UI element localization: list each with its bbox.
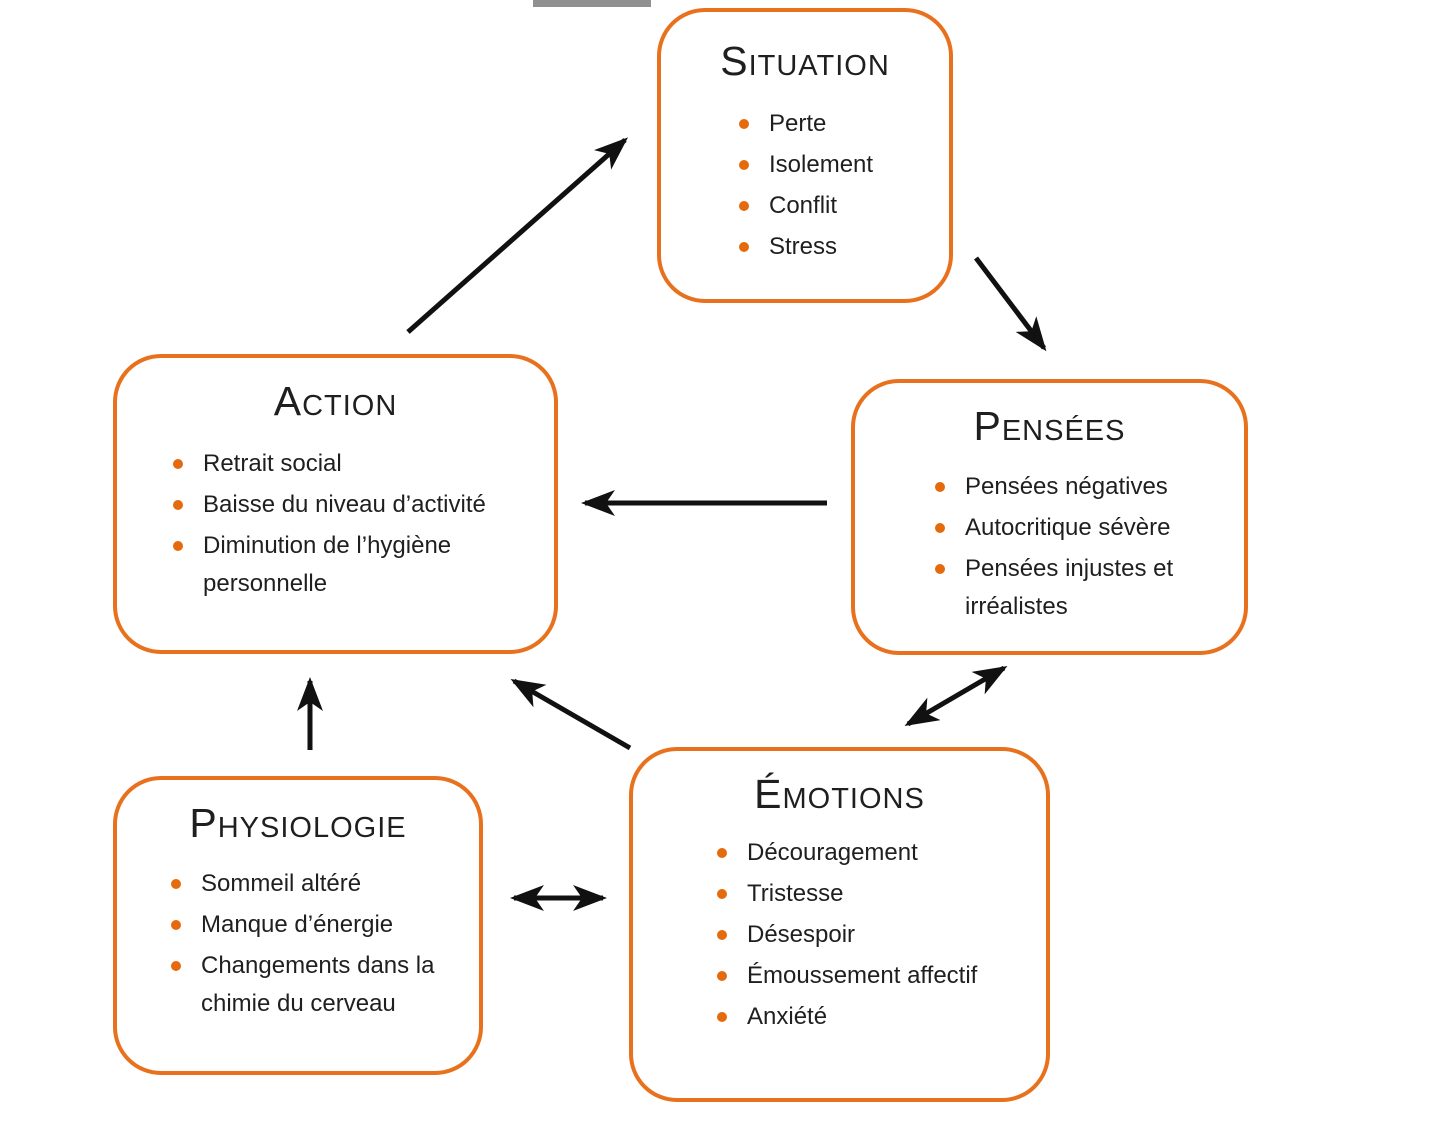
emotions-title: Émotions: [754, 771, 925, 817]
action-box: Action Retrait social Baisse du niveau d…: [113, 354, 558, 654]
list-item: Pensées négatives: [925, 468, 1218, 506]
list-item: Conflit: [729, 187, 923, 225]
situation-list: Perte Isolement Conflit Stress: [729, 105, 923, 266]
emotions-box: Émotions Découragement Tristesse Désespo…: [629, 747, 1050, 1102]
list-item: Isolement: [729, 146, 923, 184]
list-item: Désespoir: [707, 916, 1020, 954]
emotions-list: Découragement Tristesse Désespoir Émouss…: [707, 834, 1020, 1036]
list-item: Sommeil altéré: [161, 865, 453, 903]
list-item: Baisse du niveau d’activité: [163, 486, 528, 524]
arrow-pensees-emotions-bidirectional: [904, 665, 1008, 727]
physiologie-box: Physiologie Sommeil altéré Manque d’éner…: [113, 776, 483, 1075]
list-item: Pensées injustes et irréalistes: [925, 550, 1218, 626]
list-item: Tristesse: [707, 875, 1020, 913]
pensees-title: Pensées: [973, 403, 1126, 449]
list-item: Autocritique sévère: [925, 509, 1218, 547]
action-list: Retrait social Baisse du niveau d’activi…: [163, 445, 528, 603]
cropped-artifact-bar: [533, 0, 651, 7]
pensees-box: Pensées Pensées négatives Autocritique s…: [851, 379, 1248, 655]
list-item: Perte: [729, 105, 923, 143]
arrow-emotions-to-action: [510, 678, 632, 751]
pensees-list: Pensées négatives Autocritique sévère Pe…: [925, 468, 1218, 626]
list-item: Émoussement affectif: [707, 957, 1020, 995]
list-item: Manque d’énergie: [161, 906, 453, 944]
arrow-action-to-situation: [406, 137, 628, 334]
situation-title: Situation: [720, 38, 890, 84]
arrow-situation-to-pensees: [974, 256, 1047, 352]
situation-box: Situation Perte Isolement Conflit Stress: [657, 8, 953, 303]
list-item: Diminution de l’hygiène personnelle: [163, 527, 528, 603]
list-item: Changements dans la chimie du cerveau: [161, 947, 453, 1023]
list-item: Anxiété: [707, 998, 1020, 1036]
physiologie-list: Sommeil altéré Manque d’énergie Changeme…: [161, 865, 453, 1023]
list-item: Découragement: [707, 834, 1020, 872]
list-item: Stress: [729, 228, 923, 266]
action-title: Action: [273, 378, 398, 424]
list-item: Retrait social: [163, 445, 528, 483]
physiologie-title: Physiologie: [189, 800, 407, 846]
